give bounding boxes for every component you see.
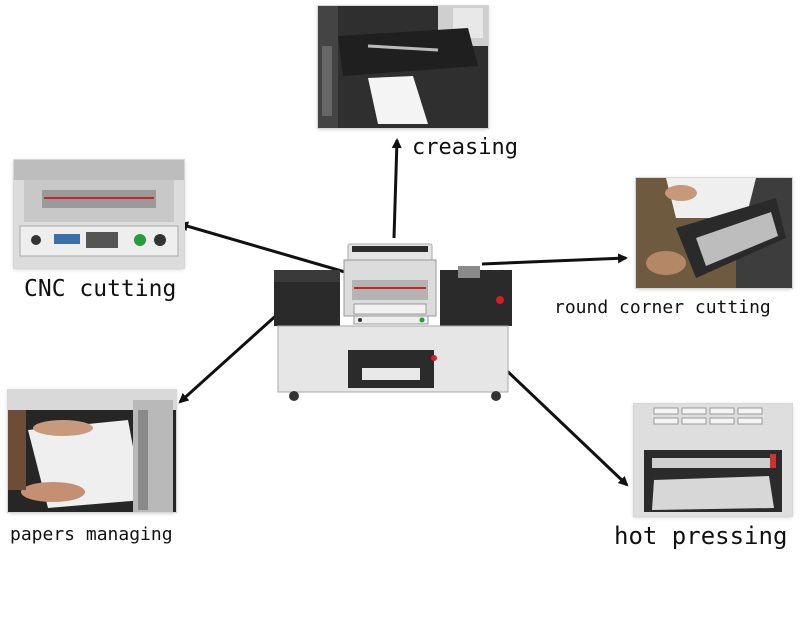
hot-pressing-photo: [634, 404, 792, 516]
cnc-cutting-image: [14, 160, 184, 268]
arrow-creasing: [391, 138, 402, 239]
papers-managing-photo: [8, 390, 176, 512]
arrow-cnc-cutting: [178, 221, 346, 274]
round-corner-cutting-image: [636, 178, 792, 288]
cnc-cutting-photo: [14, 160, 184, 268]
arrow-hot-pressing: [502, 366, 629, 487]
arrow-papers-managing: [178, 310, 282, 404]
label-creasing: creasing: [412, 135, 518, 160]
label-round-corner-cutting: round corner cutting: [554, 297, 771, 318]
label-cnc-cutting: CNC cutting: [24, 276, 177, 302]
creasing-photo: [318, 6, 488, 128]
papers-managing-image: [8, 390, 176, 512]
hot-pressing-image: [634, 404, 792, 516]
machine-image: [274, 243, 512, 401]
creasing-image: [318, 6, 488, 128]
label-papers-managing: papers managing: [10, 524, 173, 545]
arrow-round-corner-cutting: [481, 253, 628, 266]
central-machine: [272, 240, 516, 404]
label-hot-pressing: hot pressing: [614, 522, 788, 550]
round-corner-cutting-photo: [636, 178, 792, 288]
